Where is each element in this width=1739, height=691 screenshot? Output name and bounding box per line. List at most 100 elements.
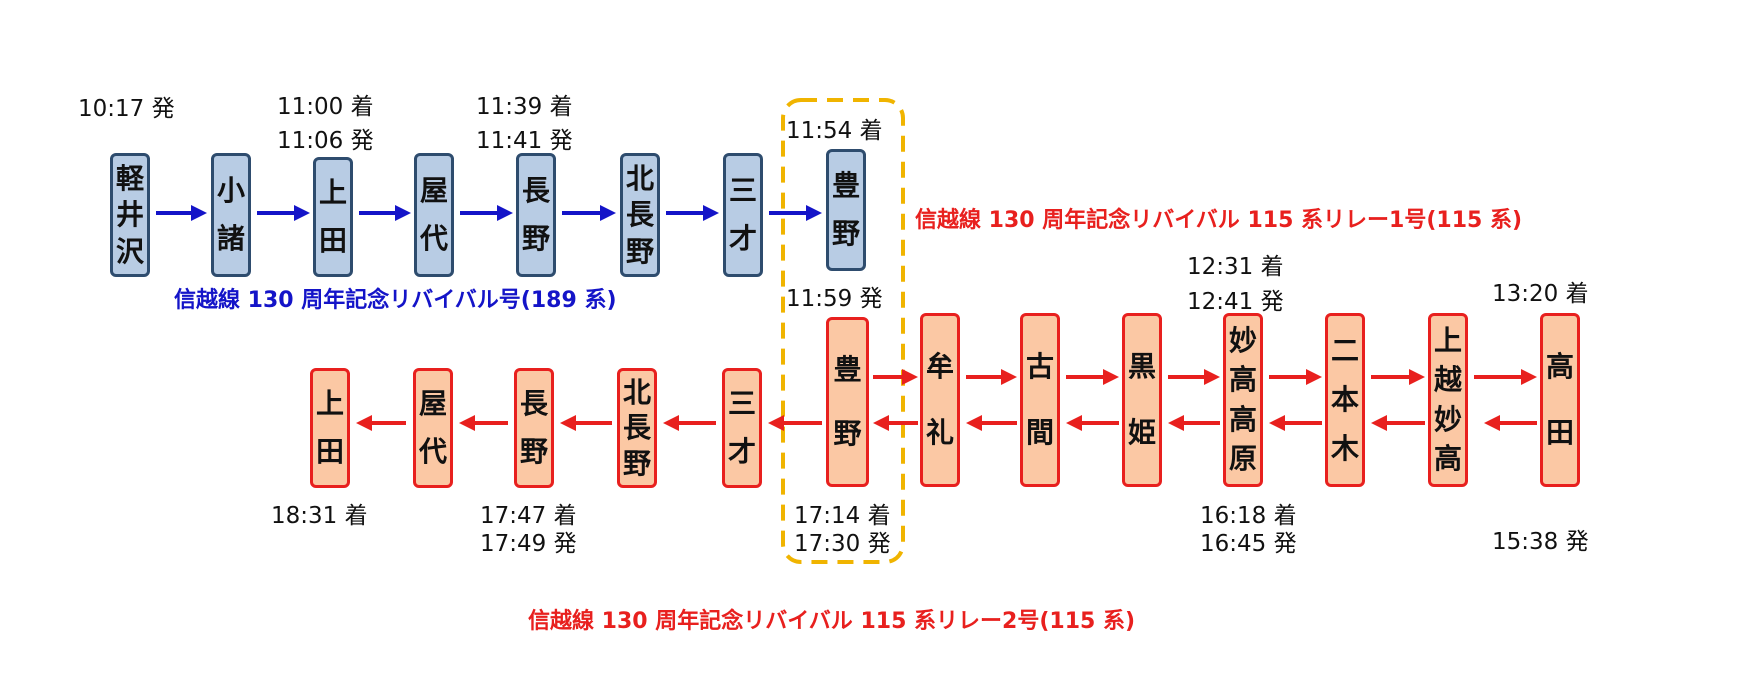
- arrow-relay-in-3: [1168, 415, 1220, 431]
- station-char: 諸: [216, 222, 245, 256]
- arrow-relay-in-0: [873, 415, 918, 431]
- arrow-relay-in-6: [1484, 415, 1537, 431]
- time-ueda-arr2: 18:31 着: [271, 503, 368, 529]
- arrow-upper-2: [359, 205, 411, 221]
- station-char: 長: [625, 198, 654, 231]
- station-char: 小: [216, 173, 245, 207]
- station-char: 井: [115, 198, 144, 231]
- station-char: 妙: [1433, 402, 1462, 436]
- time-nagano-dep2: 17:49 発: [480, 531, 577, 557]
- arrow-relay-west-2: [560, 415, 612, 431]
- station-char: 上: [318, 176, 347, 210]
- station-char: 田: [318, 223, 347, 257]
- station-char: 二: [1330, 334, 1359, 367]
- station-toyono-relay: 豊野: [826, 317, 869, 487]
- station-char: 野: [622, 446, 651, 480]
- time-myoko-dep2: 16:45 発: [1200, 531, 1297, 557]
- station-char: 古: [1025, 350, 1054, 384]
- time-nagano-arr: 11:39 着: [476, 94, 573, 120]
- time-myoko-arr: 12:31 着: [1187, 254, 1284, 280]
- station-char: 姫: [1127, 415, 1156, 449]
- station-char: 野: [625, 234, 654, 268]
- station-char: 才: [727, 434, 756, 468]
- station-char: 上: [315, 387, 344, 421]
- arrow-upper-5: [666, 205, 719, 221]
- time-toyono-dep: 11:59 発: [786, 286, 883, 312]
- arrow-upper-6: [769, 205, 822, 221]
- station-char: 高: [1433, 441, 1462, 475]
- station-myoko-kogen: 妙高高原: [1223, 313, 1263, 487]
- station-char: 野: [519, 434, 548, 468]
- station-sansai-relay: 三才: [722, 368, 762, 488]
- station-char: 礼: [925, 415, 954, 449]
- station-char: 原: [1228, 441, 1257, 475]
- station-char: 木: [1330, 432, 1359, 465]
- arrow-relay-out-5: [1371, 369, 1425, 385]
- station-char: 妙: [1228, 324, 1257, 358]
- time-takada-arr: 13:20 着: [1492, 281, 1589, 307]
- arrow-relay-west-3: [459, 415, 508, 431]
- time-karuizawa-dep: 10:17 発: [78, 96, 175, 122]
- station-char: 牟: [925, 350, 954, 384]
- arrow-relay-west-1: [663, 415, 716, 431]
- station-char: 北: [625, 161, 654, 195]
- station-char: 野: [833, 417, 862, 450]
- station-ueda: 上田: [313, 157, 353, 277]
- arrow-relay-in-1: [966, 415, 1017, 431]
- time-toyono-arr: 11:54 着: [786, 118, 883, 144]
- station-takada: 高田: [1540, 313, 1580, 487]
- station-char: 本: [1330, 383, 1359, 416]
- time-nagano-arr2: 17:47 着: [480, 503, 577, 529]
- arrow-upper-0: [156, 205, 207, 221]
- station-yashiro-relay: 屋代: [413, 368, 453, 488]
- station-char: 軽: [115, 161, 144, 195]
- station-toyono: 豊野: [826, 149, 866, 271]
- station-char: 田: [315, 434, 344, 468]
- station-char: 長: [521, 173, 550, 207]
- station-char: 屋: [418, 387, 447, 421]
- arrow-relay-out-2: [1066, 369, 1119, 385]
- station-kitanagano: 北長野: [620, 153, 660, 277]
- arrow-relay-west-4: [356, 415, 406, 431]
- station-char: 長: [622, 411, 651, 444]
- arrow-relay-in-5: [1371, 415, 1425, 431]
- title-upper-train: 信越線 130 周年記念リバイバル号(189 系): [174, 288, 617, 313]
- time-myoko-arr2: 16:18 着: [1200, 503, 1297, 529]
- station-char: 野: [831, 217, 860, 250]
- time-toyono-dep2: 17:30 発: [794, 531, 891, 557]
- time-takada-dep: 15:38 発: [1492, 529, 1589, 555]
- title-relay-2: 信越線 130 周年記念リバイバル 115 系リレー2号(115 系): [528, 609, 1136, 634]
- arrow-relay-out-3: [1168, 369, 1220, 385]
- station-mure: 牟礼: [920, 313, 960, 487]
- time-nagano-dep: 11:41 発: [476, 128, 573, 154]
- station-char: 北: [622, 375, 651, 409]
- station-nagano-relay: 長野: [514, 368, 554, 488]
- station-char: 代: [419, 222, 448, 256]
- station-karuizawa: 軽井沢: [110, 153, 150, 277]
- station-yashiro: 屋代: [414, 153, 454, 277]
- station-char: 沢: [115, 234, 144, 268]
- station-char: 高: [1228, 402, 1257, 436]
- station-nagano: 長野: [516, 153, 556, 277]
- arrow-relay-in-4: [1269, 415, 1322, 431]
- station-char: 間: [1025, 415, 1054, 449]
- station-kitanagano-relay: 北長野: [617, 368, 657, 488]
- station-sansai: 三才: [723, 153, 763, 277]
- station-char: 越: [1433, 363, 1462, 397]
- arrow-relay-out-6: [1474, 369, 1537, 385]
- arrow-relay-out-1: [966, 369, 1017, 385]
- time-ueda-dep: 11:06 発: [277, 128, 374, 154]
- time-myoko-dep: 12:41 発: [1187, 289, 1284, 315]
- station-nihongi: 二本木: [1325, 313, 1365, 487]
- station-char: 才: [728, 222, 757, 256]
- station-char: 野: [521, 222, 550, 256]
- arrow-relay-out-4: [1269, 369, 1322, 385]
- arrow-relay-out-0: [873, 369, 918, 385]
- arrow-relay-in-2: [1066, 415, 1119, 431]
- station-joetsu-myoko: 上越妙高: [1428, 313, 1468, 487]
- station-char: 代: [418, 434, 447, 468]
- station-char: 田: [1545, 415, 1574, 449]
- station-char: 豊: [833, 353, 862, 386]
